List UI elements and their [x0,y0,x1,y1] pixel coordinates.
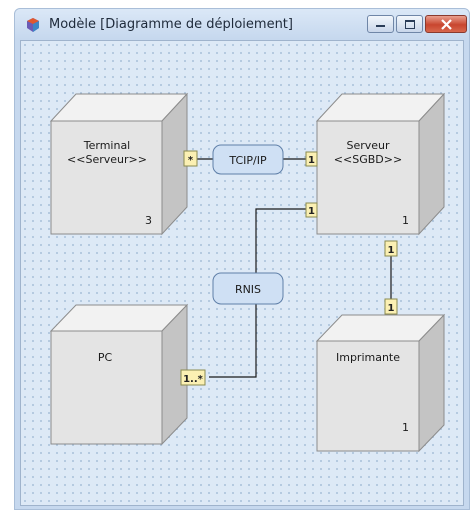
minimize-button[interactable] [367,15,394,33]
link-label-tcip[interactable]: TCIP/IP [212,144,284,175]
maximize-button[interactable] [396,15,423,33]
mult-tcip-terminal: * [183,150,198,167]
node-serveur[interactable]: Serveur <<SGBD>> 1 [315,92,446,236]
mult-printer-imprimante: 1 [384,298,398,315]
svg-text:*: * [188,155,194,166]
svg-text:1: 1 [388,245,395,256]
node-imprimante-name: Imprimante [336,351,400,364]
svg-text:1: 1 [308,206,315,217]
mult-rnis-serveur: 1 [305,202,318,218]
node-pc-name: PC [98,351,113,364]
link-tcip-label: TCIP/IP [228,154,267,167]
window-title: Modèle [Diagramme de déploiement] [49,17,293,32]
node-serveur-name: Serveur [346,139,390,152]
mult-printer-serveur: 1 [384,240,398,257]
link-rnis-label: RNIS [235,283,261,296]
model-icon [27,18,39,32]
node-terminal-stereotype: <<Serveur>> [67,153,147,166]
maximize-icon [405,20,415,29]
node-pc[interactable]: PC [49,303,189,446]
node-imprimante[interactable]: Imprimante 1 [315,313,446,453]
node-terminal[interactable]: Terminal <<Serveur>> 3 [49,92,189,236]
node-imprimante-multiplicity: 1 [402,421,409,434]
mult-tcip-serveur: 1 [305,151,318,167]
mult-rnis-pc: 1..* [180,369,206,386]
link-label-rnis[interactable]: RNIS [212,272,284,305]
svg-text:1..*: 1..* [183,374,204,385]
minimize-icon [376,25,385,27]
diagram-canvas[interactable]: Terminal <<Serveur>> 3 Serveur <<SGBD>> … [20,40,464,506]
node-serveur-stereotype: <<SGBD>> [334,153,402,166]
deployment-diagram: Terminal <<Serveur>> 3 Serveur <<SGBD>> … [49,92,446,453]
node-terminal-multiplicity: 3 [145,214,152,227]
svg-text:1: 1 [308,155,315,166]
close-button[interactable] [425,15,467,33]
app-window: Modèle [Diagramme de déploiement] [14,8,470,510]
svg-text:1: 1 [388,303,395,314]
title-bar[interactable]: Modèle [Diagramme de déploiement] [15,9,469,39]
close-icon [441,19,452,30]
node-terminal-name: Terminal [83,139,131,152]
node-serveur-multiplicity: 1 [402,214,409,227]
